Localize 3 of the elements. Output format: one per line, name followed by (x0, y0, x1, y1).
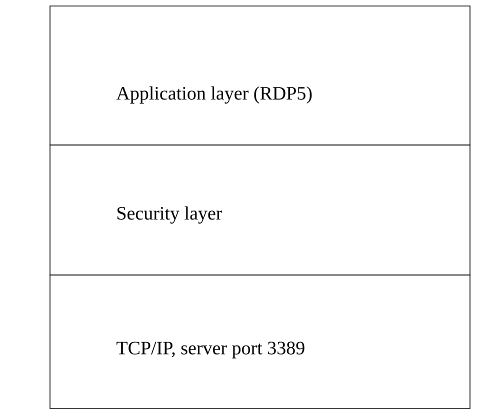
layer-box: Security layer (50, 144, 470, 276)
layer-box: TCP/IP, server port 3389 (50, 274, 470, 409)
layer-box: Application layer (RDP5) (50, 6, 470, 146)
